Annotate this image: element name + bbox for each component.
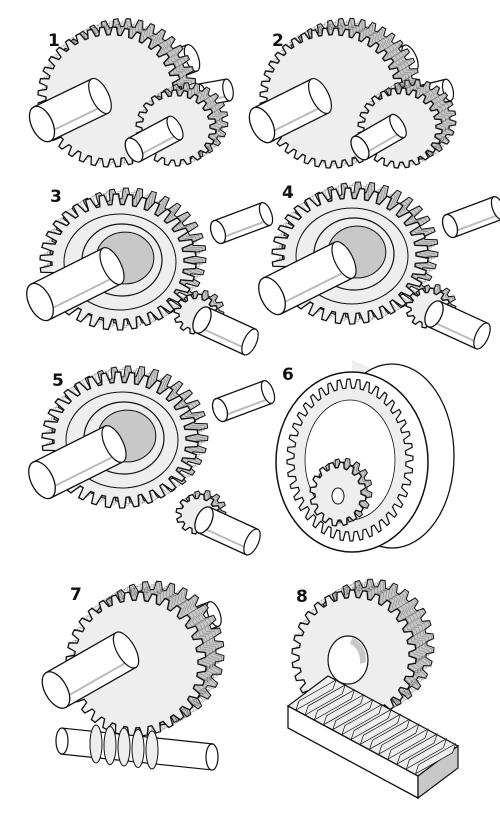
pinion-bore [331,487,345,505]
panel-1-spur-gears [28,18,234,168]
hypoid-pinion-shaft-end-far [243,528,261,556]
small-gear-shaft-back-end-far [222,78,234,102]
panel-6-internal-gear [275,360,455,553]
rack-tooth [350,708,392,741]
panel-number-5: 5 [52,371,64,391]
spiral-bevel-shaft-back-shade [451,213,500,234]
spiral-bevel-shaft-back-end-far [490,196,500,220]
hypoid-main-shaft-shade [46,452,120,491]
spiral-bevel-main-shaft-end-far [331,241,357,279]
wheel-shaft-shade [60,658,132,701]
big-gear-shaft-end-near [28,105,56,143]
wheel-shaft-end-far [112,631,140,669]
spiral-bevel-main-shaft-shade [276,268,350,307]
panel-number-6: 6 [282,365,294,385]
worm-thread [145,730,159,770]
worm-thread [89,724,103,764]
rack-tooth [313,689,356,721]
spiral-bevel-shaft-back-end-near [441,213,459,239]
panel-5-hypoid-gears [28,365,276,556]
spiral-bevel-main-shaft-end-near [258,276,286,316]
straight-bevel-pinion-shaft-end-far [241,328,259,356]
panel-number-4: 4 [282,183,294,203]
wheel-shaft-end-near [41,671,71,709]
rack-tooth [304,684,346,716]
panel-number-1: 1 [48,31,60,51]
rack-tooth [378,723,420,755]
small-gear-shaft-end-near [124,137,144,163]
panel-8-rack-and-pinion [286,578,460,800]
worm-shaft-end-right [205,743,219,771]
small-gear-shaft-shade [136,133,179,158]
rack-tooth [341,703,383,736]
rack-tooth [332,698,374,731]
hypoid-pinion-shaft-end-near [194,506,214,534]
worm-thread [131,729,145,768]
straight-bevel-shaft-back-end-far [258,202,274,226]
hypoid-shaft-back-end-far [260,380,276,404]
straight-bevel-main-shaft-end-near [26,282,54,322]
wheel-shaft-back-end-far [206,601,222,627]
rack-tooth [322,693,365,726]
rack-tooth [405,738,448,770]
straight-bevel-main-shaft-shade [44,274,118,313]
rack-tooth [368,718,411,750]
big-gear-shaft-shade [266,104,326,136]
straight-bevel-shaft-back-end-near [209,219,227,245]
small-gear-shaft-shade [363,131,403,156]
hypoid-main-shaft-end-near [28,460,56,500]
rack-tooth [396,733,438,765]
small-gear-shaft-end-far [389,113,407,139]
small-gear-shaft-end-near [350,135,370,161]
worm-thread [117,727,131,767]
bore-shade [350,638,367,664]
hypoid-pinion-shaft-shade [200,526,250,550]
worm-shaft-end-left [55,727,69,755]
straight-bevel-pinion-shaft-shade [198,326,248,350]
spiral-bevel-pinion-shaft-end-far [473,322,491,350]
rack-tooth [414,742,457,775]
hypoid-shaft-back-end-near [211,397,229,423]
panel-3-straight-bevel-gears [26,187,274,356]
big-gear-shaft-end-far [307,77,333,115]
worm-thread [103,726,117,765]
panel-number-3: 3 [50,187,62,207]
panel-7-worm-gear [41,580,225,771]
rack-tooth [295,679,337,711]
hypoid-shaft-back-shade [221,397,271,418]
panel-number-2: 2 [272,31,284,51]
panel-4-spiral-bevel-gears [258,181,500,350]
panel-number-8: 8 [296,587,308,607]
spiral-bevel-pinion-shaft-shade [430,320,480,344]
big-gear-shaft-shade [46,104,105,135]
small-gear-shaft-end-far [166,115,184,141]
big-gear-shaft-end-far [88,77,112,115]
straight-bevel-main-shaft-end-far [99,247,125,285]
hypoid-main-shaft-end-far [101,425,127,463]
rack-tooth [387,728,429,760]
spiral-bevel-pinion-shaft-end-near [424,300,444,328]
rack-tooth [359,713,402,746]
big-gear-shaft-end-near [248,106,276,144]
straight-bevel-shaft-back-shade [219,219,269,240]
panel-2-helical-gears [248,17,457,169]
straight-bevel-pinion-shaft-end-near [192,306,212,334]
panel-number-7: 7 [70,585,82,605]
